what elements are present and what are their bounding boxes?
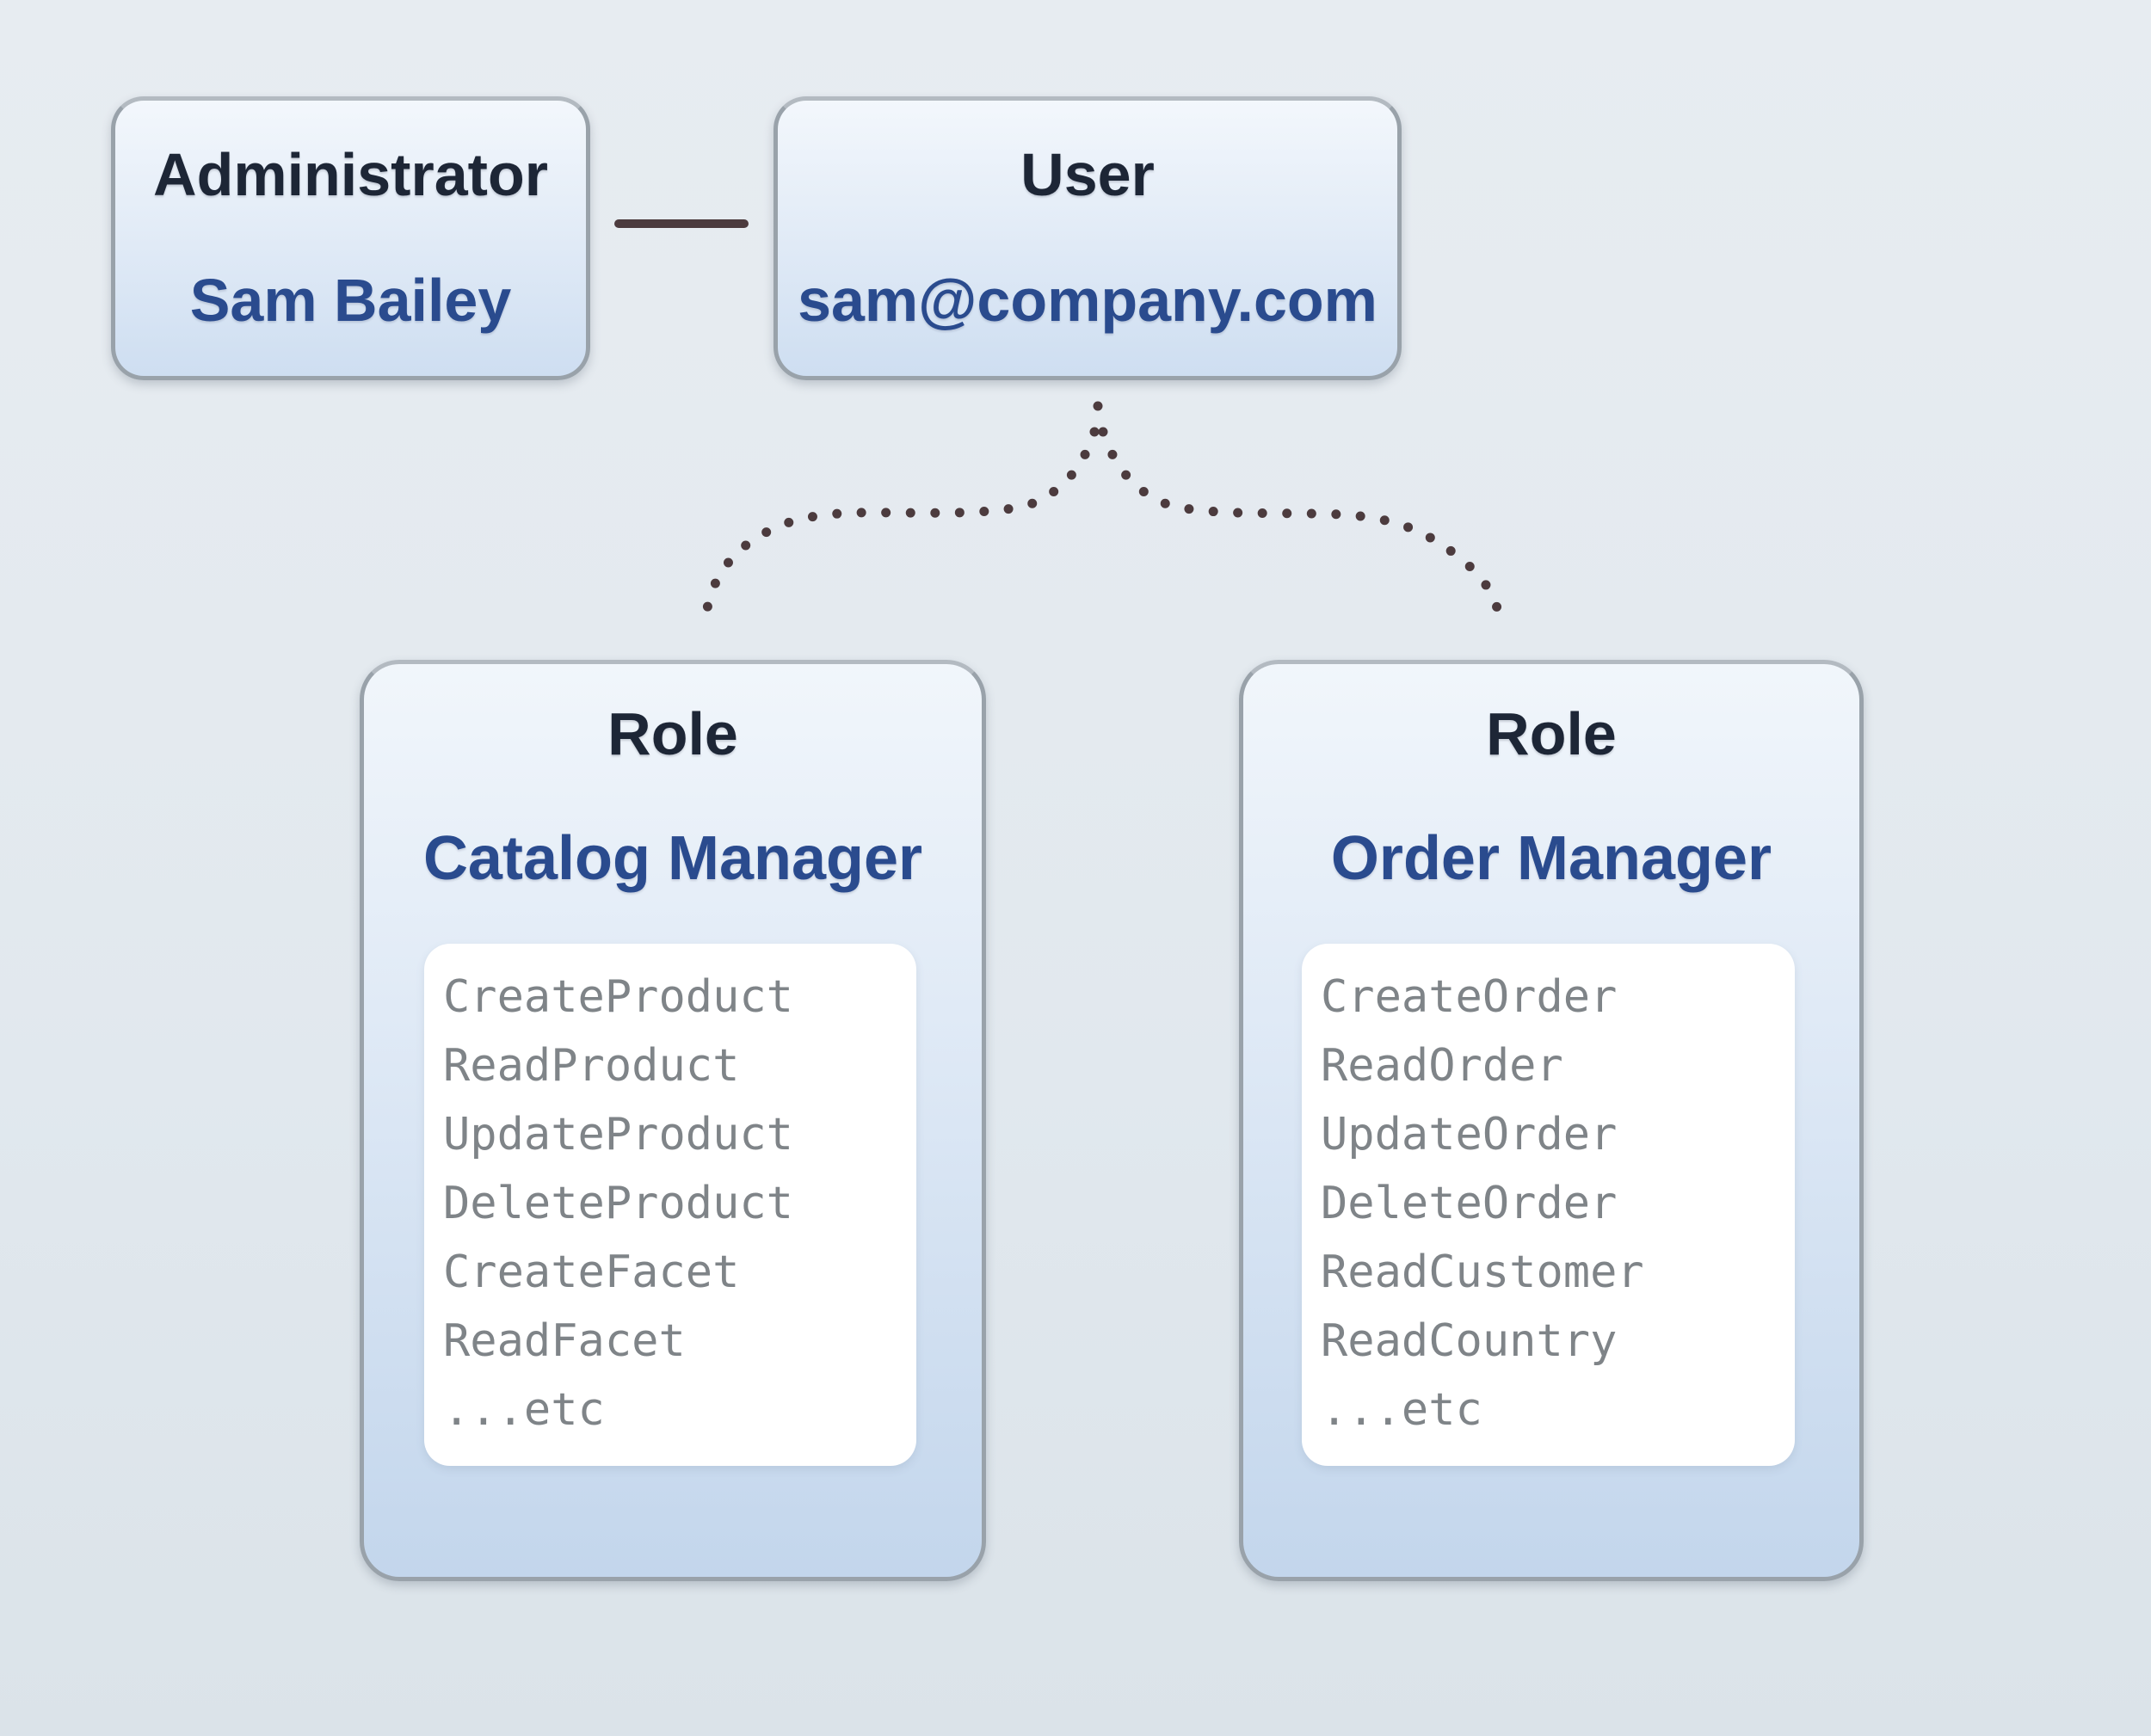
user-node: User sam@company.com — [773, 96, 1402, 380]
user-node-title: User — [1020, 141, 1155, 208]
permission-item: ReadOrder — [1321, 1040, 1563, 1092]
permission-item: ...etc — [1321, 1384, 1482, 1436]
administrator-node: Administrator Sam Bailey — [111, 96, 590, 380]
role-node-title: Role — [607, 700, 738, 767]
permission-panel: CreateProduct ReadProduct UpdateProduct … — [424, 944, 916, 1466]
administrator-node-name: Sam Bailey — [189, 267, 512, 334]
role-node-name: Catalog Manager — [422, 824, 923, 893]
permission-item: DeleteOrder — [1321, 1178, 1618, 1229]
permission-item: CreateOrder — [1321, 971, 1618, 1023]
permission-item: UpdateOrder — [1321, 1109, 1618, 1160]
user-roles-fork-stem-dot — [1093, 401, 1103, 411]
user-role-connector-left — [700, 427, 1100, 630]
permission-item: ReadCountry — [1321, 1315, 1618, 1367]
role-node-order-manager: Role Order Manager CreateOrder ReadOrder… — [1239, 660, 1864, 1581]
permission-item: ReadProduct — [443, 1040, 740, 1092]
permission-item: ReadFacet — [443, 1315, 686, 1367]
role-node-title: Role — [1486, 700, 1617, 767]
role-node-catalog-manager: Role Catalog Manager CreateProduct ReadP… — [360, 660, 986, 1581]
permission-panel: CreateOrder ReadOrder UpdateOrder Delete… — [1302, 944, 1795, 1466]
user-node-email: sam@company.com — [798, 267, 1378, 334]
permission-item: DeleteProduct — [443, 1178, 793, 1229]
user-role-connector-right — [1098, 427, 1505, 630]
permission-item: ReadCustomer — [1321, 1247, 1644, 1298]
permission-item: ...etc — [443, 1384, 605, 1436]
role-node-name: Order Manager — [1330, 824, 1772, 893]
permission-item: CreateFacet — [443, 1247, 740, 1298]
permission-item: CreateProduct — [443, 971, 793, 1023]
administrator-node-title: Administrator — [153, 141, 548, 208]
permission-item: UpdateProduct — [443, 1109, 793, 1160]
